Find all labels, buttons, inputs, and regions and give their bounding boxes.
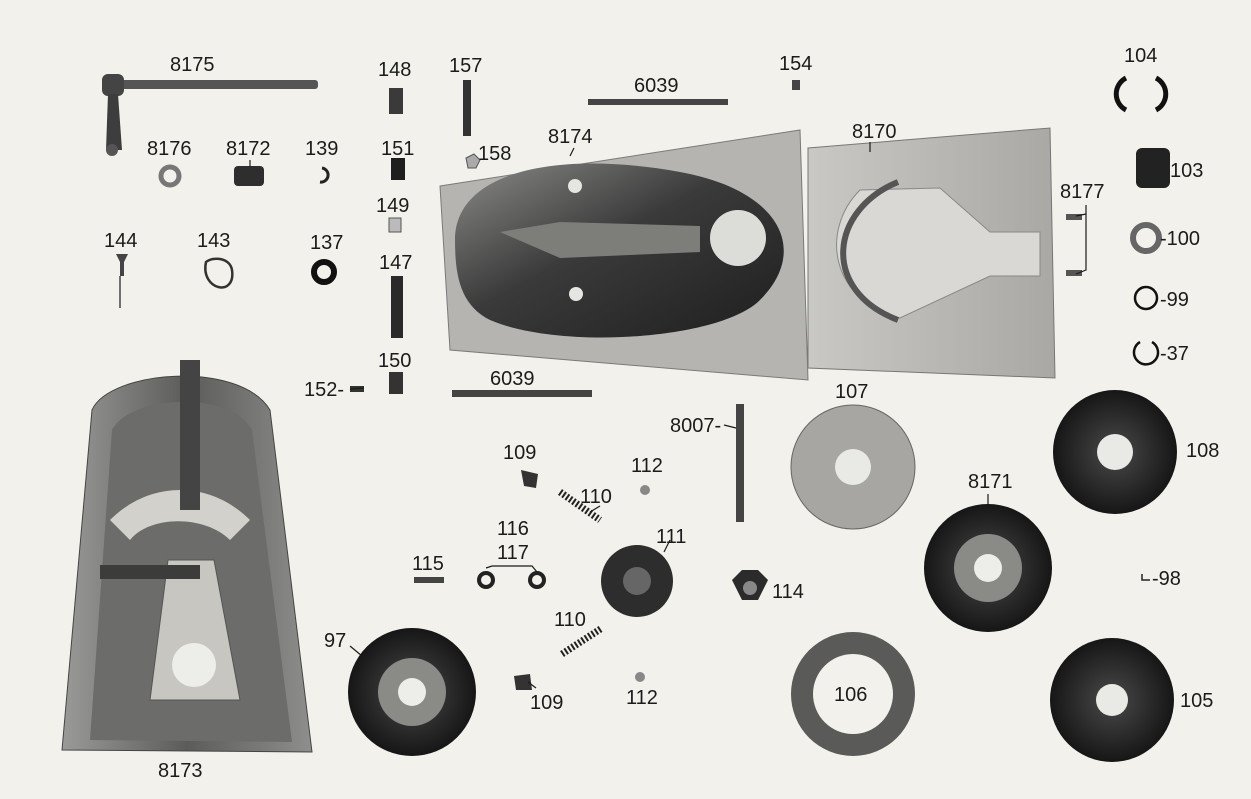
label-112-bottom: 112 [626,687,658,709]
part-8176-washer [158,164,182,188]
label-8171: 8171 [968,471,1013,493]
label-110-top: 110 [580,486,612,508]
label-8007: 8007- [670,415,721,437]
part-148 [389,88,403,114]
label-8177: 8177 [1060,181,1105,203]
label-152: 152- [304,379,344,401]
label-100: -100 [1160,228,1200,250]
label-8173: 8173 [158,760,203,782]
label-106: 106 [834,684,867,706]
part-103-bearing [1136,148,1170,188]
part-110-spring-bottom [560,625,604,657]
label-147: 147 [379,252,412,274]
part-115-pin [414,577,444,583]
part-104-circlip-a [1113,75,1128,113]
part-144-screw [116,254,128,276]
part-112-ball-bottom [635,672,645,682]
label-139: 139 [305,138,338,160]
label-107: 107 [835,381,868,403]
part-99-ring [1133,285,1159,311]
part-8175-lever-shaft [102,74,318,156]
part-6039-bolt-bottom [452,390,592,397]
label-110-bottom: 110 [554,609,586,631]
part-labels: 8175 148 157 6039 154 104 8176 8172 139 … [104,45,1219,782]
label-37: -37 [1160,343,1189,365]
part-137-ring [311,259,337,285]
label-8174: 8174 [548,126,593,148]
label-116: 116 [497,518,529,540]
label-148: 148 [378,59,411,81]
label-109-top: 109 [503,442,536,464]
part-110-spring-top [557,489,603,523]
label-103: 103 [1170,160,1203,182]
part-6039-bolt-top [588,99,728,105]
part-158-nut [465,153,481,169]
label-112-top: 112 [631,455,663,477]
label-99: -99 [1160,289,1189,311]
part-150 [389,372,403,394]
part-8177-screw-a [1066,214,1082,220]
part-98 [1141,574,1150,581]
leader-lines [119,142,1087,689]
part-8172-sleeve [234,166,264,186]
part-147 [391,276,403,338]
label-114: 114 [772,581,804,603]
label-109-bottom: 109 [530,692,563,714]
part-157-bolt [463,80,471,136]
label-97: 97 [324,630,346,652]
part-149 [388,217,402,233]
label-143: 143 [197,230,230,252]
label-137: 137 [310,232,343,254]
label-98: -98 [1152,568,1181,590]
part-104-circlip-b [1154,75,1169,113]
label-158: 158 [478,143,511,165]
label-8176: 8176 [147,138,192,160]
label-157: 157 [449,55,482,77]
part-116-washer [477,571,495,589]
part-154 [792,80,800,90]
part-112-ball-top [640,485,650,495]
part-100-ring [1130,222,1162,254]
part-8007-bolt [736,404,744,522]
label-154: 154 [779,53,812,75]
label-149: 149 [376,195,409,217]
label-115: 115 [412,553,444,575]
label-117: 117 [497,542,529,564]
label-8172: 8172 [226,138,271,160]
part-109-cup-top [521,470,538,488]
label-8170: 8170 [852,121,897,143]
part-139-clip [319,166,330,184]
part-151 [391,158,405,180]
label-104: 104 [1124,45,1157,67]
label-151: 151 [381,138,414,160]
part-143-spring-clip [204,257,234,289]
part-109-cup-bottom [514,674,532,690]
label-6039-top: 6039 [634,75,679,97]
label-150: 150 [378,350,411,372]
part-37-clip [1132,340,1160,366]
label-105: 105 [1180,690,1213,712]
label-144: 144 [104,230,137,252]
part-8177-screw-b [1066,270,1082,276]
label-111: 111 [656,526,686,548]
label-8175: 8175 [170,54,215,76]
part-117-washer [528,571,546,589]
label-6039-bottom: 6039 [490,368,535,390]
label-108: 108 [1186,440,1219,462]
